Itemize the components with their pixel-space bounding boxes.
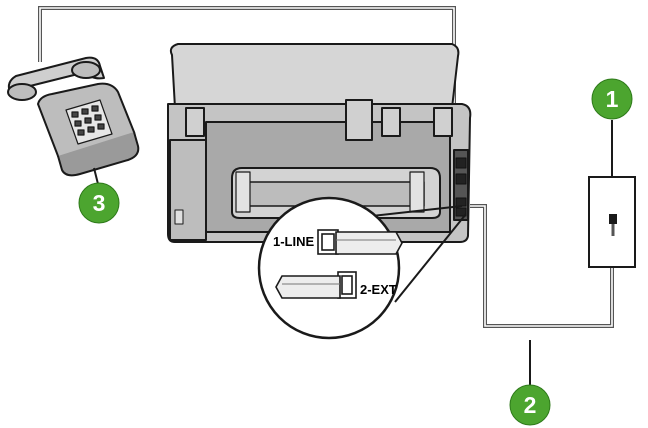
- line-plug: [335, 231, 403, 255]
- callout-telephone: 3: [78, 182, 120, 224]
- callout-cord: 2: [509, 384, 551, 426]
- printer-left-panel: [169, 139, 207, 241]
- line-port-label: 1-LINE: [273, 234, 315, 249]
- callout-3-circle: [78, 182, 120, 224]
- callout-2-circle: [509, 384, 551, 426]
- wall-cord-inner: [470, 205, 613, 327]
- printer-hinge-left: [185, 107, 205, 137]
- printer-ext-port: [455, 207, 467, 217]
- callout-leaders: [93, 120, 613, 388]
- wall-jack-socket: [609, 214, 617, 224]
- printer-hinge-right: [381, 107, 401, 137]
- callout-2-number: 2: [524, 392, 537, 418]
- printer-hinge-center: [345, 99, 373, 141]
- callout-1-number: 1: [606, 86, 619, 112]
- port-zoom-callout: 1-LINE 2-EXT: [257, 196, 467, 340]
- telephone: [7, 56, 140, 177]
- callout-3-number: 3: [93, 190, 106, 216]
- printer-line-port: [455, 197, 467, 207]
- port-zoom-circle: [257, 196, 401, 340]
- wall-jack: [588, 176, 636, 268]
- line-port-group: [317, 229, 403, 255]
- ext-port-label: 2-EXT: [360, 282, 397, 297]
- printer: [167, 43, 472, 243]
- callout-1-circle: [591, 78, 633, 120]
- ext-port-group: [275, 271, 357, 299]
- telephone-keypad: [65, 99, 113, 145]
- ext-plug: [275, 275, 341, 299]
- printer-lid: [169, 43, 460, 109]
- callout-wall-jack: 1: [591, 78, 633, 120]
